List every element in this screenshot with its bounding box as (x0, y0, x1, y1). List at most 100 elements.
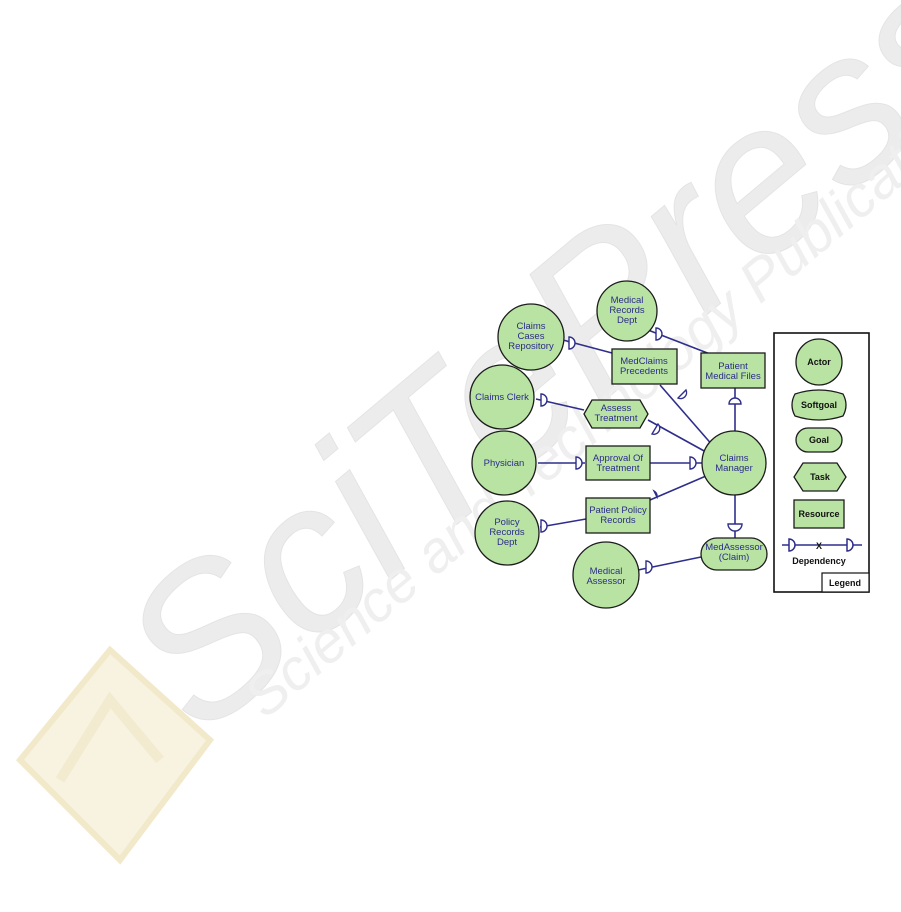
node-label: (Claim) (719, 552, 750, 563)
link-manager-to-assess-treatment (647, 419, 707, 453)
node-label: Patient Policy (589, 505, 647, 516)
node-label: MedAssessor (705, 542, 763, 553)
legend-dependency-label: Dependency (792, 556, 846, 566)
svg-text:Medical: Medical (611, 295, 644, 306)
node-label: Records (609, 305, 645, 316)
legend-dependency-x: X (816, 541, 822, 551)
resource-patient-medical-files: Patient Medical Files (700, 352, 766, 389)
legend-actor-label: Actor (807, 357, 831, 367)
resource-approval-of-treatment: Approval Of Treatment (585, 445, 651, 481)
svg-text:Records: Records (600, 515, 636, 526)
svg-text:Treatment: Treatment (595, 413, 638, 424)
dependency-mark (540, 393, 548, 407)
dependency-mark (689, 456, 697, 470)
dependency-mark (655, 327, 663, 341)
svg-text:Policy: Policy (494, 517, 520, 528)
node-label: MedClaims (620, 356, 668, 367)
node-label: Assess (601, 403, 632, 414)
svg-text:MedAssessor: MedAssessor (705, 542, 763, 553)
svg-text:Dept: Dept (617, 315, 637, 326)
actor-medical-assessor: Medical Assessor (572, 541, 640, 609)
svg-text:Claims: Claims (719, 453, 748, 464)
node-label: Repository (508, 341, 554, 352)
svg-text:Assessor: Assessor (586, 576, 625, 587)
legend-goal-symbol (795, 427, 843, 453)
node-label: Dept (497, 537, 517, 548)
resource-patient-policy-records: Patient Policy Records (585, 497, 651, 534)
svg-text:Treatment: Treatment (597, 463, 640, 474)
dependency-mark (652, 489, 658, 500)
node-label: Assessor (586, 576, 625, 587)
dependency-mark (575, 456, 583, 470)
legend-softgoal-label: Softgoal (801, 400, 837, 410)
goal-medassessor-claim: MedAssessor (Claim) (700, 537, 768, 571)
legend-title-box (821, 572, 870, 593)
node-label: Claims Clerk (475, 392, 529, 403)
legend-goal-label: Goal (809, 435, 829, 445)
node-label: Precedents (620, 366, 668, 377)
dependency-mark (568, 336, 576, 350)
svg-text:(Claim): (Claim) (719, 552, 750, 563)
node-label: Medical Files (705, 371, 761, 382)
task-assess-treatment: Assess Treatment (583, 399, 649, 429)
resource-medclaims-precedents: MedClaims Precedents (611, 348, 678, 385)
actor-claims-manager: Claims Manager (701, 430, 767, 496)
actor-physician: Physician (471, 430, 537, 496)
svg-text:Repository: Repository (508, 341, 554, 352)
legend-softgoal-symbol (791, 389, 847, 421)
legend-resource-label: Resource (798, 509, 839, 519)
dependency-mark (645, 560, 653, 574)
legend-title: Legend (829, 578, 861, 588)
node-label: Treatment (595, 413, 638, 424)
svg-text:Medical: Medical (590, 566, 623, 577)
svg-text:Claims Clerk: Claims Clerk (475, 392, 529, 403)
node-label: Claims (516, 321, 545, 332)
dependency-mark (728, 397, 742, 405)
watermark-logo-shape (15, 645, 215, 865)
link-manager-to-patient-policy (649, 475, 707, 501)
node-label: Manager (715, 463, 753, 474)
node-label: Treatment (597, 463, 640, 474)
node-label: Medical (590, 566, 623, 577)
legend-dependency-symbol (782, 538, 862, 552)
node-label: Physician (484, 458, 525, 469)
node-label: Patient (718, 361, 748, 372)
legend-task-label: Task (810, 472, 831, 482)
svg-text:Medical Files: Medical Files (705, 371, 761, 382)
node-label: Dept (617, 315, 637, 326)
node-label: Records (489, 527, 525, 538)
node-label: Approval Of (593, 453, 644, 464)
actor-medical-records-dept: Medical Records Dept (596, 280, 658, 342)
node-label: Medical (611, 295, 644, 306)
svg-text:Physician: Physician (484, 458, 525, 469)
svg-text:Precedents: Precedents (620, 366, 668, 377)
node-label: Records (600, 515, 636, 526)
dependency-mark (540, 519, 548, 533)
node-label: Claims (719, 453, 748, 464)
svg-text:MedClaims: MedClaims (620, 356, 668, 367)
actor-claims-cases-repository: Claims Cases Repository (497, 303, 565, 371)
node-label: Policy (494, 517, 520, 528)
link-manager-to-medclaims (659, 384, 715, 448)
svg-text:Claims: Claims (516, 321, 545, 332)
legend-task-symbol (793, 462, 847, 492)
legend-resource-symbol (793, 499, 845, 529)
dependency-mark (650, 422, 661, 435)
svg-text:Manager: Manager (715, 463, 753, 474)
svg-text:Approval Of: Approval Of (593, 453, 644, 464)
actor-policy-records-dept: Policy Records Dept (474, 500, 540, 566)
svg-text:Records: Records (609, 305, 645, 316)
actor-claims-clerk: Claims Clerk (469, 364, 535, 430)
svg-text:Cases: Cases (518, 331, 545, 342)
svg-text:Assess: Assess (601, 403, 632, 414)
dependency-mark (727, 523, 743, 532)
legend-actor-symbol (795, 338, 843, 386)
svg-text:Patient Policy: Patient Policy (589, 505, 647, 516)
svg-text:Records: Records (489, 527, 525, 538)
svg-text:Patient: Patient (718, 361, 748, 372)
node-label: Cases (518, 331, 545, 342)
svg-text:Dept: Dept (497, 537, 517, 548)
dependency-mark (676, 388, 688, 400)
